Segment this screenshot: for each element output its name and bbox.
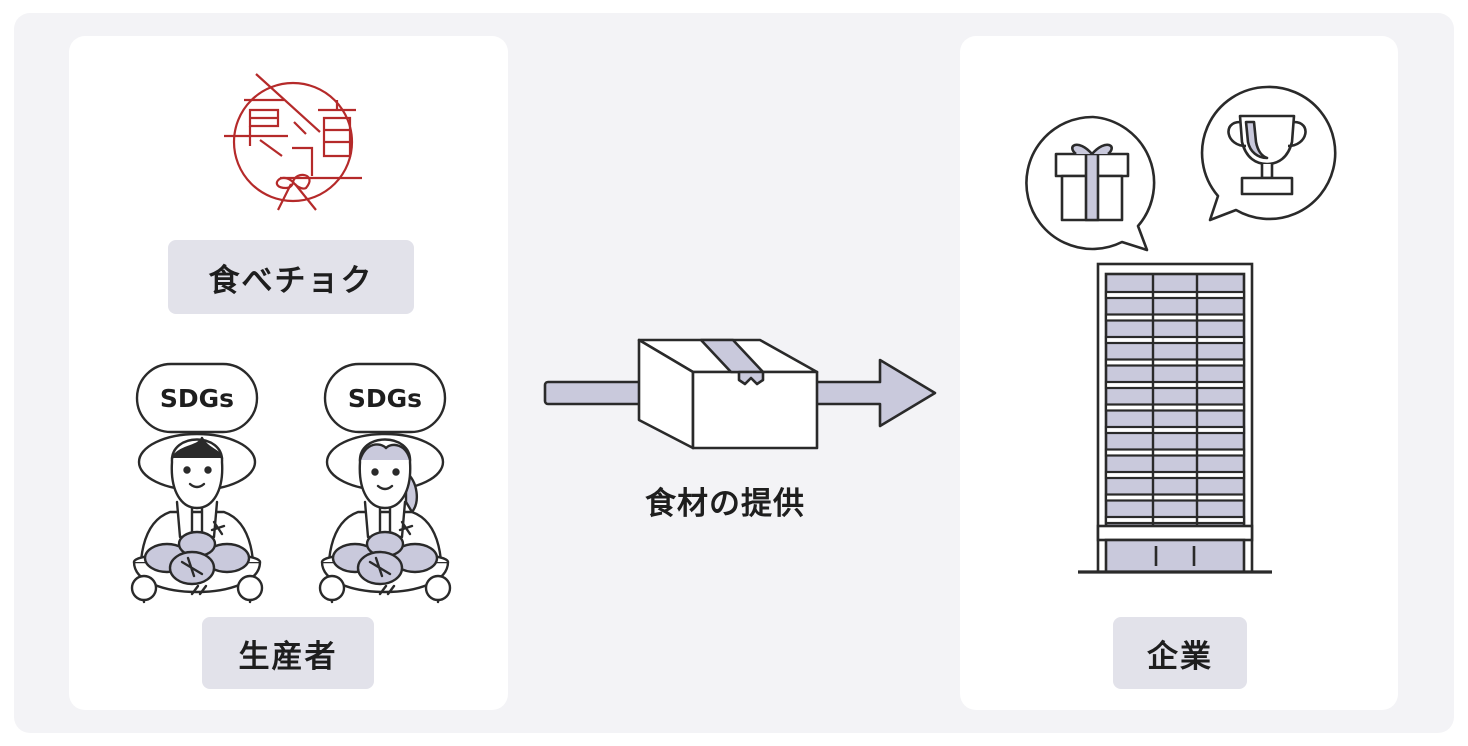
sdgs-badge-text: SDGs bbox=[348, 384, 422, 413]
sdgs-badge bbox=[323, 362, 447, 434]
tabechoku-label: 食べチョク bbox=[168, 240, 414, 314]
building-floor-band bbox=[1104, 425, 1246, 435]
arrow-right-icon bbox=[543, 358, 937, 428]
farmer-icon: SDGs bbox=[130, 362, 264, 604]
building-floor-band bbox=[1104, 448, 1246, 457]
flow-label: 食材の提供 bbox=[645, 486, 805, 522]
tabechoku-logo-icon bbox=[224, 73, 362, 211]
building-floor-band bbox=[1104, 470, 1246, 480]
building-floor-band bbox=[1104, 290, 1246, 300]
building-floor-band bbox=[1104, 380, 1246, 390]
office-building-icon bbox=[1078, 262, 1272, 574]
trophy-icon bbox=[1200, 85, 1337, 222]
building-floor-band bbox=[1104, 335, 1246, 345]
building-floor-band bbox=[1104, 313, 1246, 322]
building-floor-band bbox=[1104, 358, 1246, 367]
producer-label: 生産者 bbox=[202, 617, 374, 689]
gift-icon bbox=[1025, 115, 1156, 252]
farmer-icon: SDGs bbox=[318, 362, 452, 604]
sdgs-badge-text: SDGs bbox=[160, 384, 234, 413]
company-label: 企業 bbox=[1113, 617, 1247, 689]
building-floor-band bbox=[1104, 403, 1246, 412]
building-floor-band bbox=[1104, 493, 1246, 502]
sdgs-badge bbox=[135, 362, 259, 434]
building-floor-band bbox=[1104, 515, 1246, 525]
package-box-icon bbox=[637, 338, 819, 450]
